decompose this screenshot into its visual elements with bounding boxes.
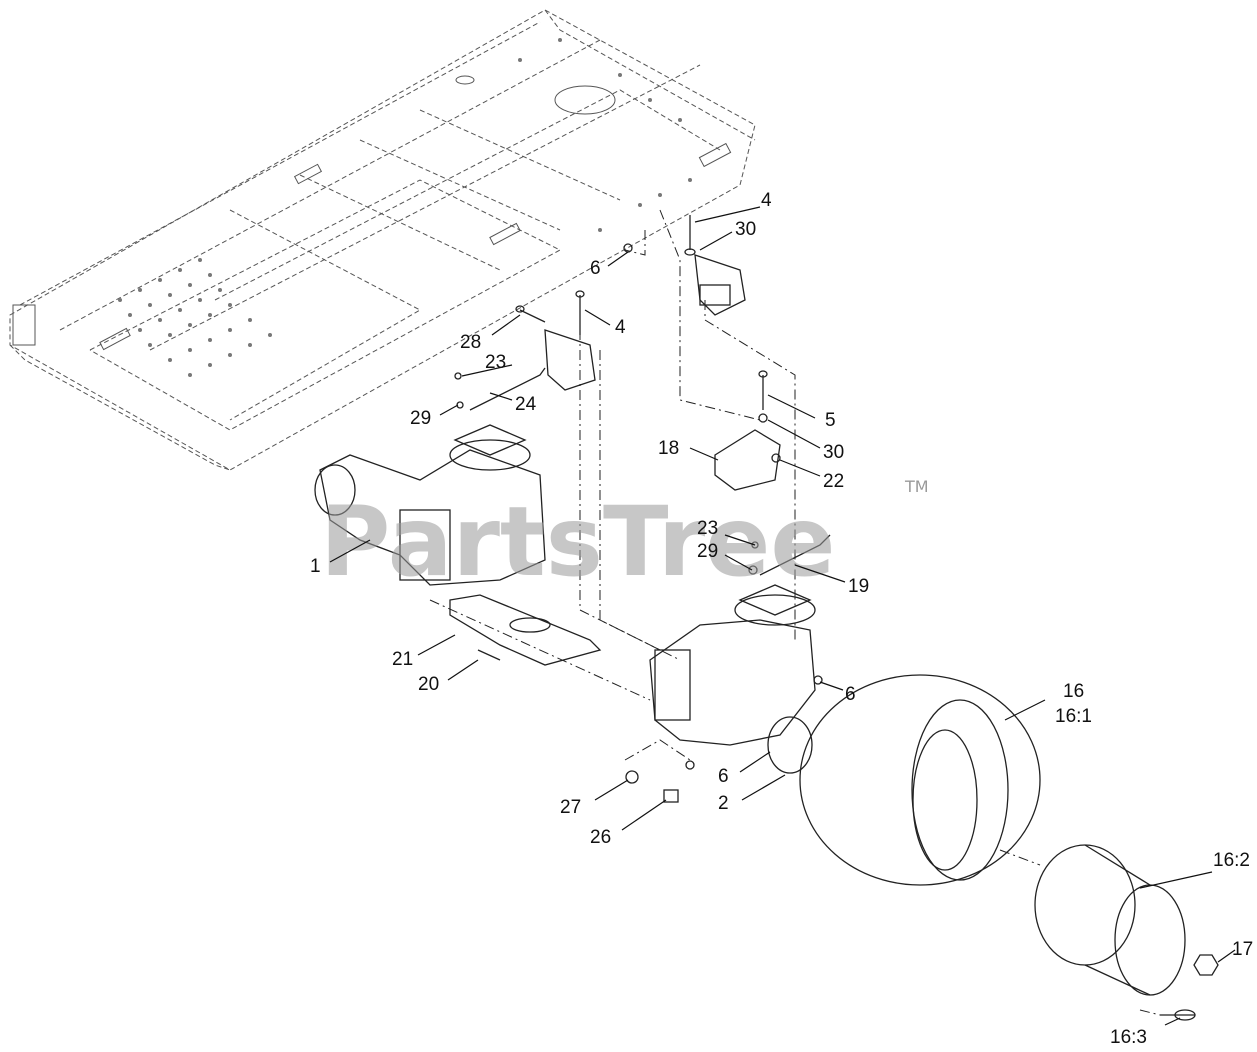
callout-30: 30: [735, 219, 756, 240]
valve-16-3: [1160, 1009, 1196, 1021]
callout-24: 24: [515, 394, 537, 415]
callout-6: 6: [845, 684, 856, 705]
callout-5: 5: [825, 410, 836, 431]
bracket-upper: [694, 254, 746, 316]
tire-16: [799, 674, 1041, 886]
rod-24: [469, 367, 546, 411]
callout-6: 6: [590, 258, 601, 279]
callout-21: 21: [392, 649, 413, 670]
callout-6: 6: [718, 766, 729, 787]
bracket-mid: [544, 329, 596, 391]
callout-19: 19: [848, 576, 869, 597]
watermark-text: PartsTree: [320, 486, 835, 598]
callout-4: 4: [761, 190, 772, 211]
callout-28: 28: [460, 332, 481, 353]
rim-16-2: [1034, 844, 1186, 996]
callout-labels: 4 30 6 28 4 23 29 24 5 18 30 22 1 23 29 …: [310, 190, 1253, 1048]
bolt-4-top: [684, 215, 696, 256]
plate-21: [449, 594, 602, 666]
callout-16-1: 16:1: [1055, 706, 1092, 727]
transaxle-right: [649, 584, 816, 774]
rod-19: [759, 534, 831, 576]
callout-4: 4: [615, 317, 626, 338]
bolt-28: [515, 305, 546, 323]
callout-29: 29: [410, 408, 431, 429]
callout-26: 26: [590, 827, 611, 848]
callout-23: 23: [697, 518, 718, 539]
callout-16-3: 16:3: [1110, 1027, 1147, 1048]
callout-16-2: 16:2: [1213, 850, 1250, 871]
callout-22: 22: [823, 471, 844, 492]
watermark-tm: TM: [904, 477, 929, 496]
leader-lines: [329, 206, 1236, 1026]
callout-1: 1: [310, 556, 321, 577]
pin-20: [477, 649, 501, 661]
bolt-5: [758, 370, 768, 410]
callout-20: 20: [418, 674, 439, 695]
callout-17: 17: [1232, 939, 1253, 960]
bracket-18: [714, 429, 781, 491]
callout-27: 27: [560, 797, 581, 818]
assembly-lines: [429, 209, 1161, 1016]
callout-16: 16: [1063, 681, 1084, 702]
callout-2: 2: [718, 793, 729, 814]
lug-nut-17: [1193, 954, 1219, 976]
chassis-frame: [9, 9, 756, 471]
frame-holes: [118, 38, 692, 377]
callout-29: 29: [697, 541, 718, 562]
transaxle-left: [314, 424, 546, 586]
callout-30: 30: [823, 442, 844, 463]
callout-18: 18: [658, 438, 679, 459]
callout-23: 23: [485, 352, 506, 373]
bolt-4-mid: [575, 290, 585, 335]
